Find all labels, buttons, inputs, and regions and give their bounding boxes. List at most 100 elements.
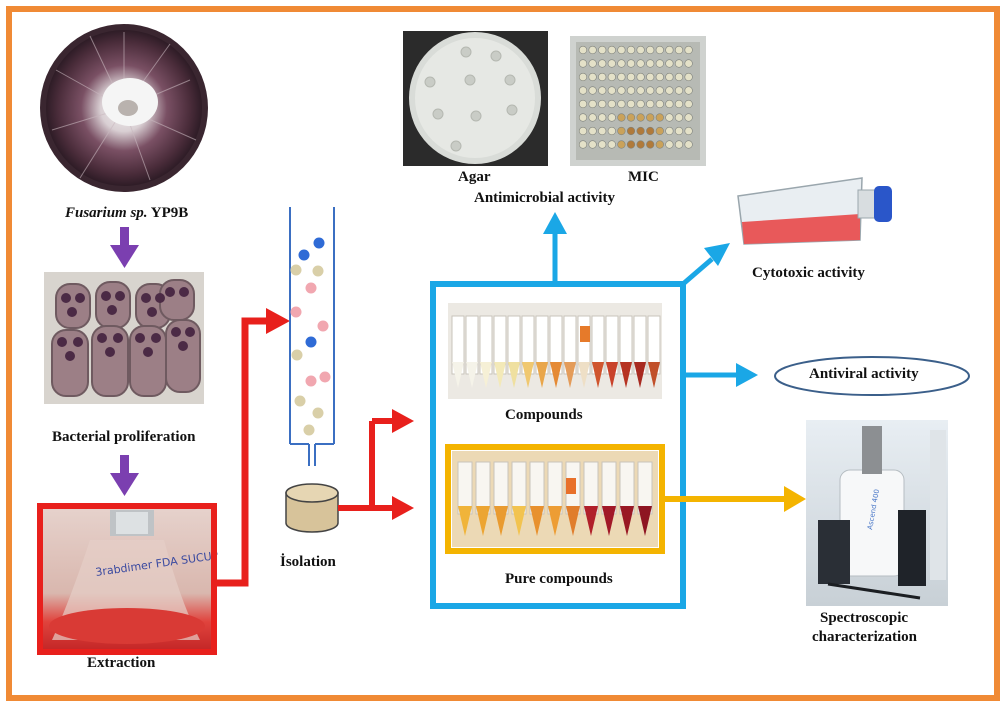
mic-well [626, 113, 636, 122]
mic-well [665, 126, 674, 136]
mic-well [646, 99, 655, 109]
mic-well [665, 99, 674, 109]
mic-well [665, 45, 674, 55]
mic-well [655, 126, 664, 136]
mic-well [598, 113, 607, 122]
mic-well [578, 140, 588, 149]
mic-well [588, 45, 597, 55]
blue-arrow-to-antimicrobial [543, 212, 567, 284]
mic-well [655, 99, 664, 109]
mic-well [646, 113, 655, 122]
blue-arrow-to-cytotoxic [681, 243, 730, 286]
mic-well [674, 72, 684, 82]
mic-well [684, 86, 693, 95]
mic-well [617, 140, 626, 149]
mic-well [626, 126, 636, 136]
cytotoxic-activity-label: Cytotoxic activity [752, 265, 865, 281]
isolation-label: İsolation [280, 554, 336, 570]
mic-well [588, 140, 597, 149]
mic-well [598, 72, 607, 82]
mic-well [607, 72, 616, 82]
mic-well [588, 86, 597, 95]
mic-well [655, 140, 664, 149]
mic-well [684, 113, 693, 122]
mic-well [578, 113, 588, 122]
mic-well [607, 45, 616, 55]
agar-label: Agar [458, 169, 491, 185]
agar-plate-photo [403, 31, 548, 166]
purple-arrow-1 [110, 227, 139, 268]
mic-well [674, 99, 684, 109]
mic-well [578, 126, 588, 136]
mic-well [607, 86, 616, 95]
spectroscopic-label-line1: Spectroscopic [820, 610, 909, 626]
mic-well [646, 140, 655, 149]
mic-well [598, 99, 607, 109]
mic-well [598, 45, 607, 55]
mic-well [636, 99, 645, 109]
gold-arrow-to-spectroscopy [662, 486, 806, 512]
mic-well [636, 86, 645, 95]
outer-frame [6, 6, 1000, 701]
mic-well [578, 45, 588, 55]
nmr-spectrometer-photo: Ascend 400 [806, 420, 948, 606]
mic-well [598, 59, 607, 68]
mic-well [598, 86, 607, 95]
mic-well [578, 99, 588, 109]
pure-compounds-label: Pure compounds [505, 571, 613, 587]
antimicrobial-activity-label: Antimicrobial activity [474, 190, 615, 206]
mic-well [674, 126, 684, 136]
compounds-tubes-photo [448, 303, 662, 399]
mic-well [617, 126, 626, 136]
mic-well [684, 45, 693, 55]
mic-well [598, 140, 607, 149]
mic-well [674, 140, 684, 149]
mic-well [588, 72, 597, 82]
mic-well [607, 99, 616, 109]
spectroscopic-label-line2: characterization [812, 629, 917, 645]
bacterial-proliferation-label: Bacterial proliferation [52, 429, 196, 445]
mic-well [646, 45, 655, 55]
blue-arrow-to-antiviral [683, 363, 758, 387]
mic-well [665, 86, 674, 95]
mic-well [646, 59, 655, 68]
stacked-plates-photo [44, 272, 204, 404]
mic-well [626, 86, 636, 95]
antiviral-oval [774, 356, 970, 396]
mic-well [598, 126, 607, 136]
red-arrow-extraction-to-column [214, 308, 290, 587]
mic-well [655, 45, 664, 55]
mic-well [684, 59, 693, 68]
extraction-highlight-box [37, 503, 217, 655]
mic-well [636, 113, 645, 122]
mic-well [655, 59, 664, 68]
mic-well [607, 140, 616, 149]
mic-well [646, 86, 655, 95]
mic-well [617, 113, 626, 122]
mic-well [636, 72, 645, 82]
mic-well [684, 99, 693, 109]
mic-well [684, 72, 693, 82]
fungus-strain: YP9B [150, 205, 189, 221]
extraction-flask-photo: 3rabdimer FDA SUCUP [42, 508, 219, 650]
fusarium-petri-dish-photo [40, 24, 208, 192]
mic-well [617, 99, 626, 109]
mic-well [617, 59, 626, 68]
mic-well [655, 113, 664, 122]
compounds-box [430, 281, 686, 609]
mic-plate-photo [570, 36, 706, 166]
mic-label: MIC [628, 169, 659, 185]
mic-well [655, 72, 664, 82]
mic-well [636, 59, 645, 68]
mic-well [626, 140, 636, 149]
fungus-caption: Fusarium sp. YP9B [65, 205, 188, 222]
mic-well [626, 72, 636, 82]
mic-well [626, 99, 636, 109]
mic-well [646, 72, 655, 82]
mic-well [665, 113, 674, 122]
mic-well [588, 99, 597, 109]
mic-well [607, 113, 616, 122]
mic-well [636, 126, 645, 136]
mic-well [588, 113, 597, 122]
